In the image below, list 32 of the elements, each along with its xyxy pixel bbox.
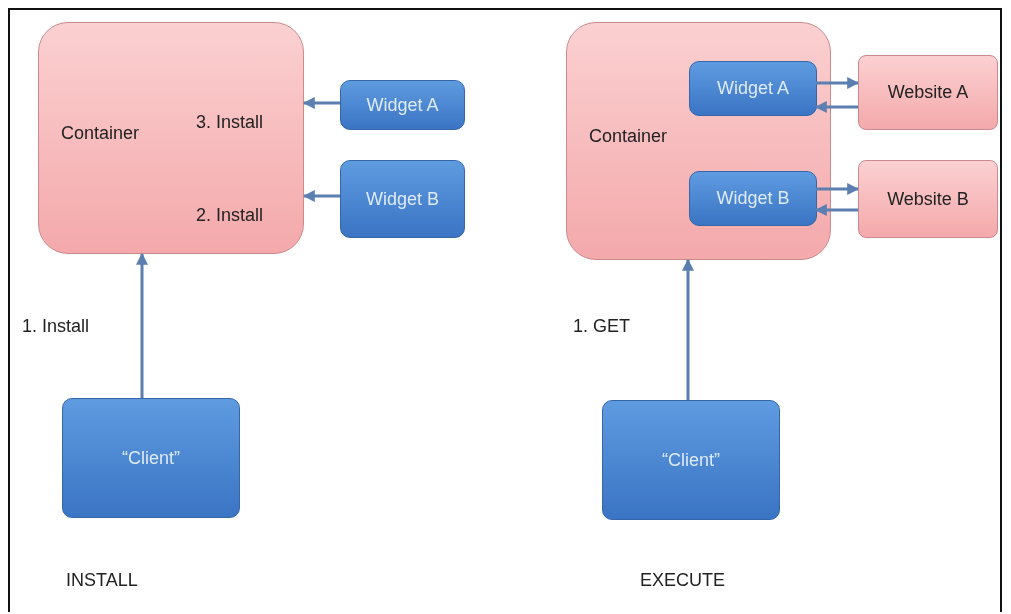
process-box xyxy=(340,80,465,130)
edge-label: 1. Install xyxy=(22,316,90,337)
arrow xyxy=(302,190,340,202)
process-box xyxy=(689,61,817,116)
container-box xyxy=(858,160,998,238)
node-label: Widget A xyxy=(366,94,439,116)
process-box xyxy=(689,171,817,226)
node-label: Widget A xyxy=(716,78,789,99)
process-box xyxy=(340,160,465,238)
arrow xyxy=(816,183,860,195)
node-label: Widget B xyxy=(366,188,439,210)
edge-label: 1. GET xyxy=(573,316,630,337)
node-label: Widget B xyxy=(716,188,790,209)
node-label: Container xyxy=(61,122,140,144)
arrow xyxy=(682,258,694,400)
container-box xyxy=(858,55,998,130)
node-label: “Client” xyxy=(662,449,720,471)
edge-label: 3. Install xyxy=(196,112,264,133)
section-caption: EXECUTE xyxy=(640,570,726,591)
process-box xyxy=(62,398,240,518)
edge-label: 2. Install xyxy=(196,205,264,226)
node-label: Website A xyxy=(887,82,969,103)
node-label: Website B xyxy=(887,188,969,210)
arrow xyxy=(816,77,860,89)
node-label: Container xyxy=(589,125,668,147)
container-box xyxy=(566,22,831,260)
arrow xyxy=(302,97,340,109)
process-box xyxy=(602,400,780,520)
section-caption: INSTALL xyxy=(66,570,138,591)
node-label: “Client” xyxy=(122,447,180,469)
container-box xyxy=(38,22,304,254)
arrow xyxy=(136,252,148,398)
